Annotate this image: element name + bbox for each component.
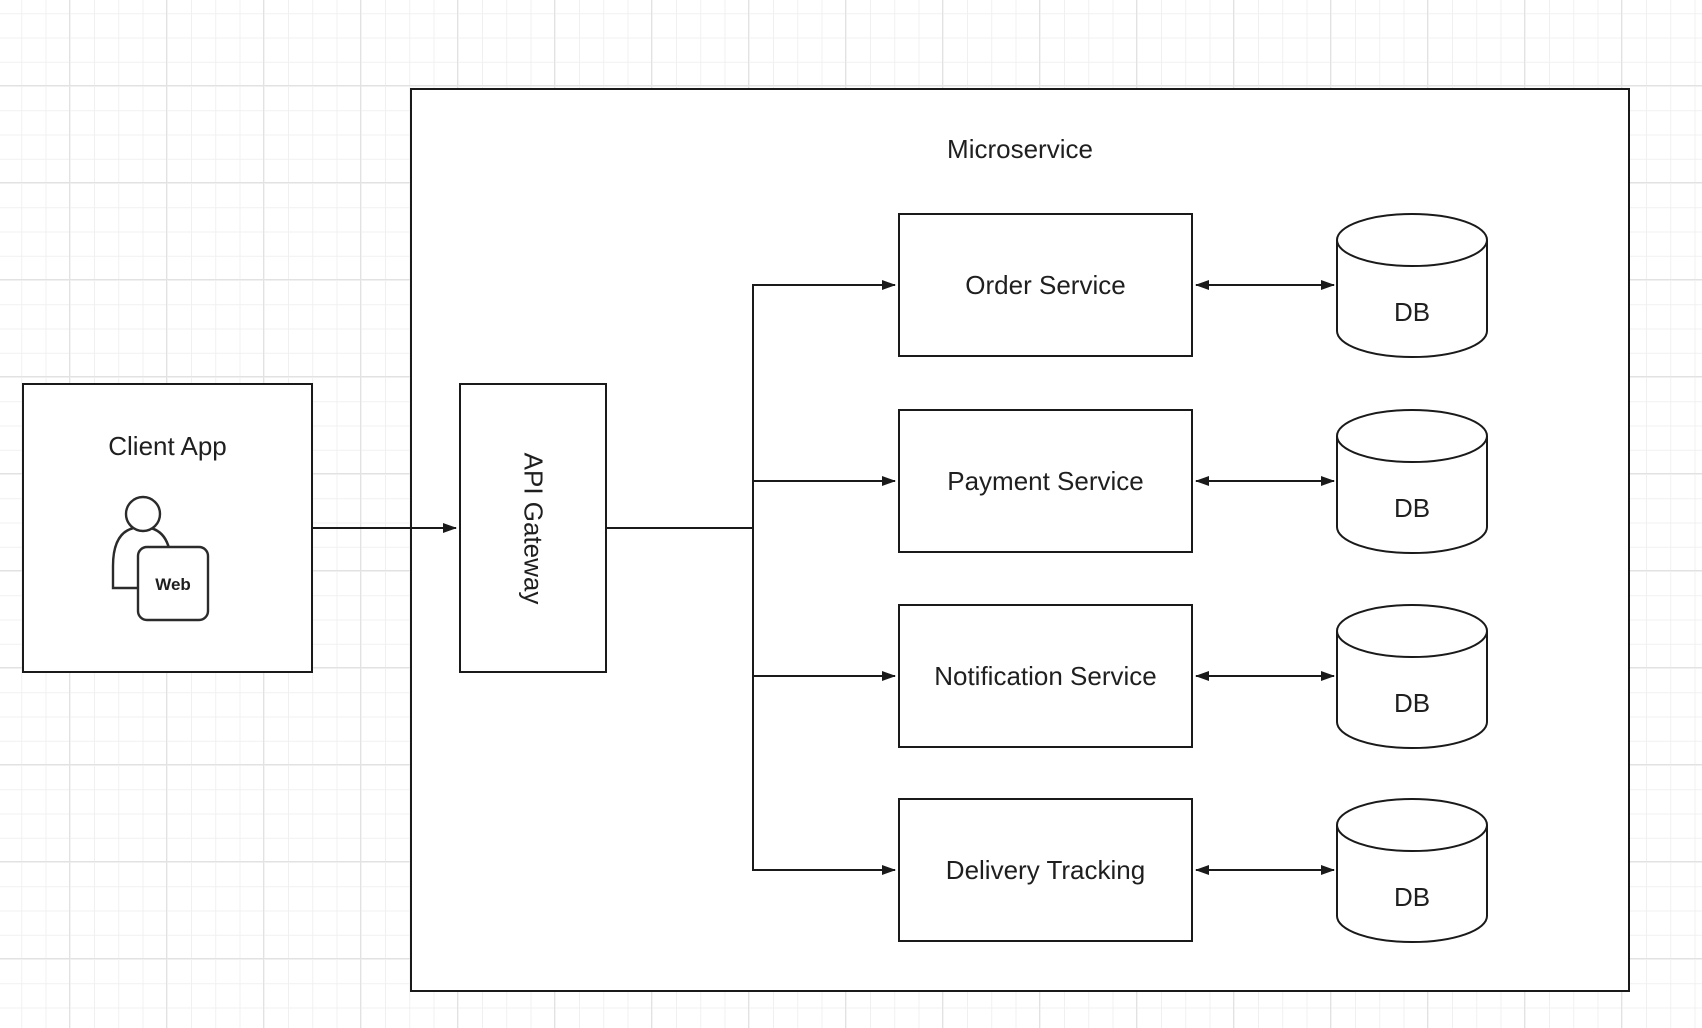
microservice-container-title: Microservice [947,134,1093,164]
order-service-node[interactable]: Order Service [898,213,1193,357]
payment-service-node[interactable]: Payment Service [898,409,1193,553]
api-gateway-label: API Gateway [518,452,549,604]
delivery-tracking-node[interactable]: Delivery Tracking [898,798,1193,942]
delivery-tracking-label: Delivery Tracking [945,854,1146,885]
payment-service-label: Payment Service [947,465,1144,496]
order-service-label: Order Service [965,269,1126,300]
notification-service-node[interactable]: Notification Service [898,604,1193,748]
client-app-node[interactable]: Client App [22,383,313,673]
notification-service-label: Notification Service [934,660,1157,691]
api-gateway-node[interactable]: API Gateway [459,383,607,673]
client-app-label: Client App [108,431,227,461]
